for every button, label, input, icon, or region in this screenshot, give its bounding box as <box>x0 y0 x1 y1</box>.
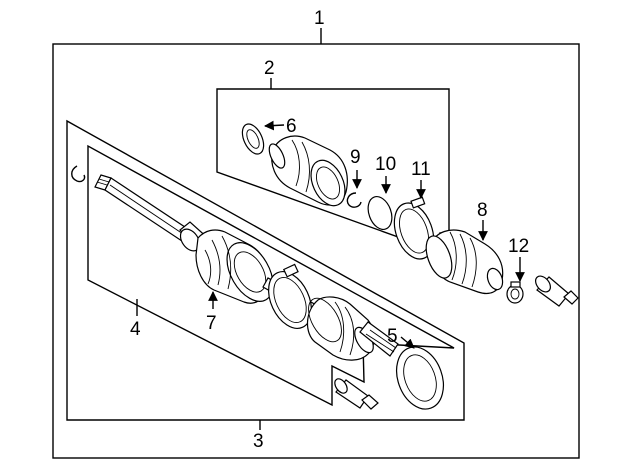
callout-9: 9 <box>350 147 361 168</box>
seal-ring-10 <box>367 195 393 231</box>
outer-frame <box>52 43 580 459</box>
outer-boot-8 <box>425 229 504 295</box>
callout-7: 7 <box>206 313 217 334</box>
callout-10: 10 <box>375 154 396 175</box>
callout-8: 8 <box>477 200 488 221</box>
seal-sleeve-right <box>535 275 579 307</box>
callout-6: 6 <box>286 116 297 137</box>
callout-3: 3 <box>253 431 264 452</box>
callout-11: 11 <box>411 159 431 180</box>
dust-seal <box>396 346 444 410</box>
boot-ring <box>241 123 265 155</box>
outer-cv-boot <box>195 229 274 304</box>
callout-5: 5 <box>387 326 398 347</box>
axle-shaft <box>94 174 211 252</box>
callout-4: 4 <box>130 319 141 340</box>
inner-boot <box>268 135 348 207</box>
seal-sleeve-bottom <box>334 378 379 410</box>
snap-ring-9 <box>346 192 362 208</box>
callout-6-leader <box>264 120 285 131</box>
small-clamp-12 <box>506 281 524 304</box>
inner-cv-joint <box>306 296 399 361</box>
snap-ring-left <box>71 165 86 183</box>
boot-clamp-11 <box>393 196 435 260</box>
callout-5-leader <box>400 336 415 349</box>
callout-12: 12 <box>508 236 529 257</box>
callout-2: 2 <box>264 58 275 79</box>
shaft-clamp <box>268 263 312 329</box>
axle-assembly-group <box>66 119 465 421</box>
inner-assembly-group <box>87 144 455 407</box>
callout-1: 1 <box>314 8 325 29</box>
